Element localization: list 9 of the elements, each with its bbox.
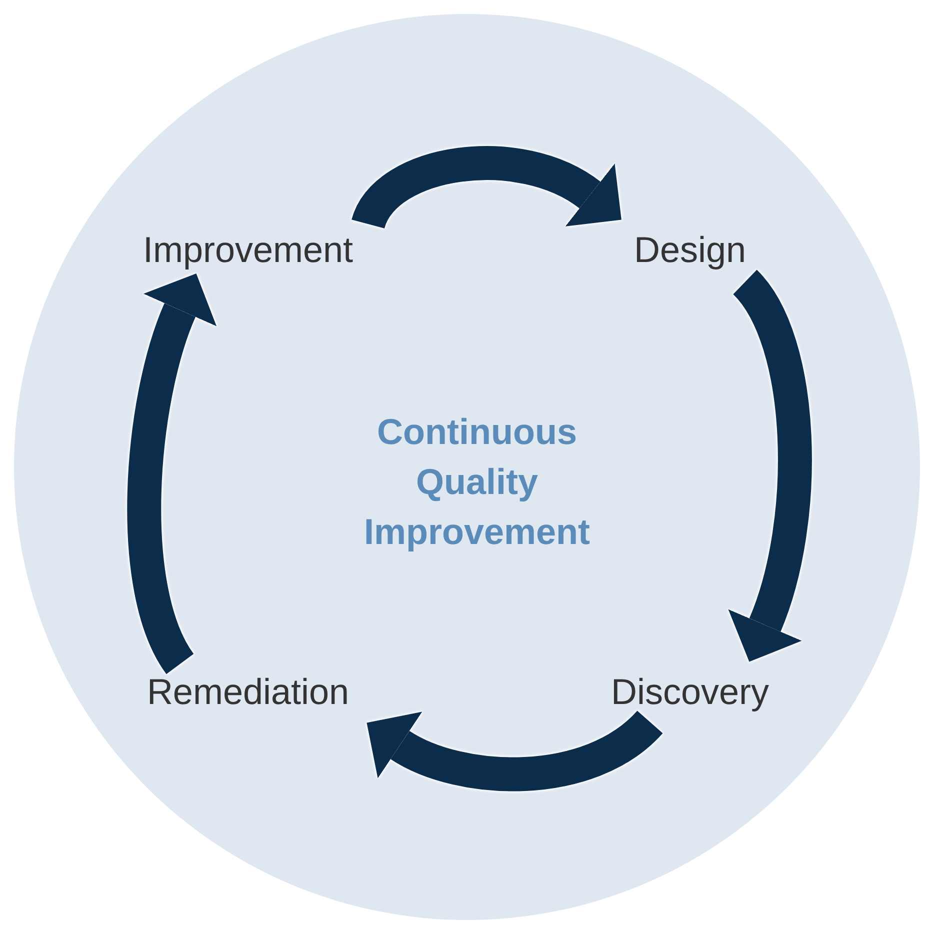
center-title: Continuous Quality Improvement <box>362 410 592 554</box>
curved-arrow <box>365 710 662 792</box>
stage-label: Remediation <box>146 670 350 714</box>
curved-arrow <box>127 272 218 673</box>
stage-label: Discovery <box>610 670 770 714</box>
curved-arrow <box>727 271 812 663</box>
stage-label: Improvement <box>142 228 354 272</box>
stage-label: Design <box>634 228 746 272</box>
curved-arrow <box>352 146 624 231</box>
